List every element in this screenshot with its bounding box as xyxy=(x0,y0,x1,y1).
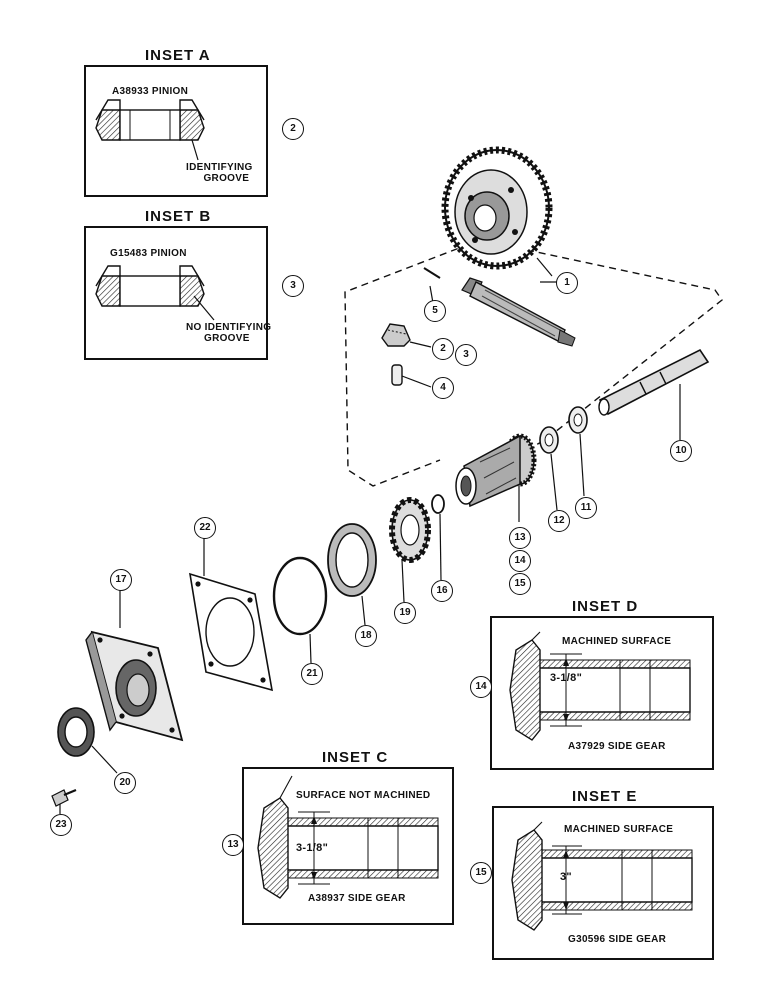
callout-1: 1 xyxy=(556,272,578,294)
callout-14: 14 xyxy=(509,550,531,572)
dashed-group-outline xyxy=(344,239,723,487)
inset-b-note: NO IDENTIFYING GROOVE xyxy=(186,322,271,344)
ring-gear xyxy=(441,146,553,270)
inset-d-box xyxy=(490,616,714,770)
roll-pin xyxy=(391,364,403,386)
callout-20: 20 xyxy=(114,772,136,794)
inset-b-part-label: G15483 PINION xyxy=(110,248,187,259)
callout-2: 2 xyxy=(432,338,454,360)
callout-2-inset-a: 2 xyxy=(282,118,304,140)
callout-5: 5 xyxy=(424,300,446,322)
inset-c-dimension: 3-1/8" xyxy=(296,842,329,854)
axle-shaft xyxy=(598,348,710,416)
bearing-cone xyxy=(389,497,431,563)
inset-a-note-line2: GROOVE xyxy=(203,173,250,184)
inset-e-part-label: G30596 SIDE GEAR xyxy=(568,934,667,945)
callout-10: 10 xyxy=(670,440,692,462)
snap-ring xyxy=(431,494,445,514)
inset-d-drawing xyxy=(509,631,691,741)
callout-14-inset-d: 14 xyxy=(470,676,492,698)
gasket xyxy=(189,572,274,692)
inset-c-drawing xyxy=(257,775,439,899)
inset-e-drawing xyxy=(511,821,693,931)
callout-13-inset-c: 13 xyxy=(222,834,244,856)
side-gear xyxy=(455,433,537,508)
callout-12: 12 xyxy=(548,510,570,532)
inset-e-title: INSET E xyxy=(572,788,638,805)
inset-a-title: INSET A xyxy=(145,47,211,64)
o-ring xyxy=(272,556,328,636)
inset-d-title: INSET D xyxy=(572,598,639,615)
bearing-cup xyxy=(327,523,377,597)
callout-3-inset-b: 3 xyxy=(282,275,304,297)
pinion-shaft xyxy=(461,277,576,347)
inset-c-surface-label: SURFACE NOT MACHINED xyxy=(296,790,431,801)
pin xyxy=(423,267,441,279)
callout-15-inset-e: 15 xyxy=(470,862,492,884)
callout-15: 15 xyxy=(509,573,531,595)
callout-19: 19 xyxy=(394,602,416,624)
oil-seal xyxy=(57,707,95,757)
callout-16: 16 xyxy=(431,580,453,602)
inset-b-box xyxy=(84,226,268,360)
inset-c-title: INSET C xyxy=(322,749,389,766)
callout-23: 23 xyxy=(50,814,72,836)
inset-e-dimension: 3" xyxy=(560,871,572,883)
callout-4: 4 xyxy=(432,377,454,399)
callout-21: 21 xyxy=(301,663,323,685)
inset-a-note-line1: IDENTIFYING xyxy=(186,162,253,173)
leader-lines xyxy=(59,257,681,814)
inset-b-title: INSET B xyxy=(145,208,212,225)
inset-d-surface-label: MACHINED SURFACE xyxy=(562,636,672,647)
callout-11: 11 xyxy=(575,497,597,519)
callout-17: 17 xyxy=(110,569,132,591)
callout-18: 18 xyxy=(355,625,377,647)
inset-d-part-label: A37929 SIDE GEAR xyxy=(568,741,666,752)
inset-d-dimension: 3-1/8" xyxy=(550,672,583,684)
callout-22: 22 xyxy=(194,517,216,539)
inset-b-drawing xyxy=(95,265,215,321)
capscrew xyxy=(51,788,77,807)
inset-b-note-line1: NO IDENTIFYING xyxy=(186,322,272,333)
inset-b-note-line2: GROOVE xyxy=(204,333,250,344)
callout-13: 13 xyxy=(509,527,531,549)
inset-a-box xyxy=(84,65,268,197)
inset-e-box xyxy=(492,806,714,960)
inset-a-part-label: A38933 PINION xyxy=(112,86,189,97)
inset-a-note: IDENTIFYING GROOVE xyxy=(186,162,253,184)
inset-c-part-label: A38937 SIDE GEAR xyxy=(308,893,406,904)
bearing-retainer xyxy=(85,630,184,742)
inset-a-drawing xyxy=(95,99,205,161)
inset-e-surface-label: MACHINED SURFACE xyxy=(564,824,674,835)
small-pinion-gear xyxy=(381,323,411,347)
callout-3: 3 xyxy=(455,344,477,366)
